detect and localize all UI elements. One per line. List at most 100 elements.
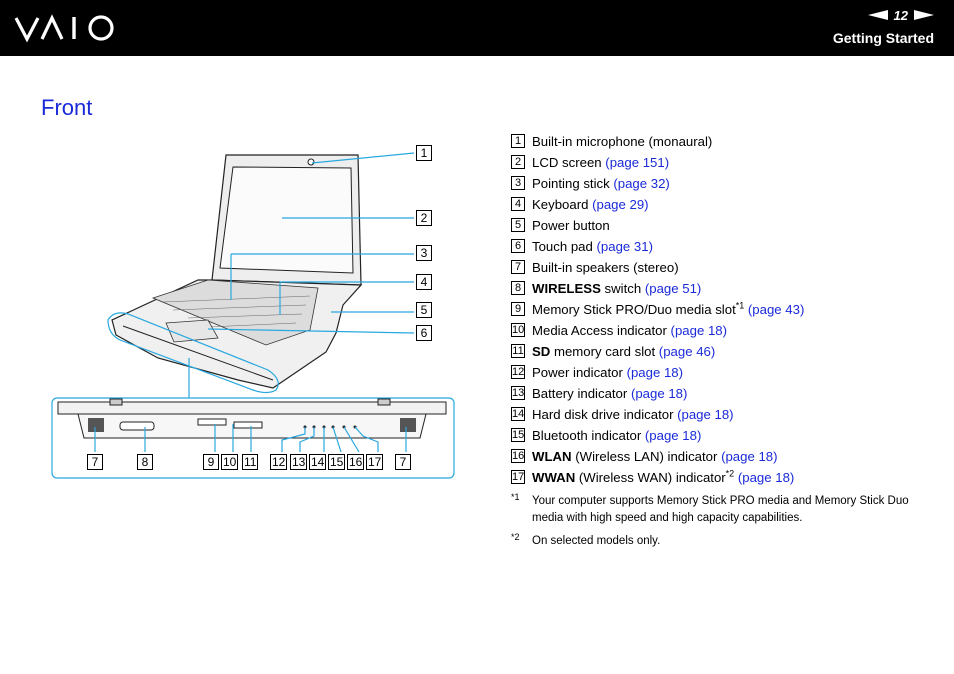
item-number: 7 — [511, 260, 525, 274]
callout-number: 17 — [366, 454, 384, 470]
callout-number: 16 — [347, 454, 365, 470]
page-link[interactable]: (page 31) — [596, 239, 653, 254]
callout-5: 5 — [416, 302, 432, 318]
item-number: 3 — [511, 176, 525, 190]
page-link[interactable]: (page 18) — [644, 428, 702, 443]
item-number: 6 — [511, 239, 525, 253]
item-number: 1 — [511, 134, 525, 148]
footnote: *1 Your computer supports Memory Stick PR… — [511, 492, 931, 527]
page-link[interactable]: (page 18) — [626, 365, 684, 380]
footnote-text: On selected models only. — [532, 535, 661, 547]
callout-number: 7 — [395, 454, 411, 470]
component-item: 17 WWAN (Wireless WAN) indicator*2 (page … — [511, 467, 931, 488]
item-number: 12 — [511, 365, 525, 379]
component-item: 8 WIRELESS switch (page 51) — [511, 278, 931, 299]
callout-number: 13 — [290, 454, 308, 470]
laptop-front-figure — [51, 152, 455, 479]
page-header: 12 Getting Started — [0, 0, 954, 56]
callout-number: 12 — [270, 454, 288, 470]
callout-4: 4 — [416, 274, 432, 290]
page-navigation: 12 — [867, 6, 934, 24]
item-bold-label: WIRELESS — [532, 281, 601, 296]
item-number: 5 — [511, 218, 525, 232]
page-link[interactable]: (page 51) — [644, 281, 702, 296]
page-link[interactable]: (page 32) — [613, 176, 670, 191]
callout-2: 2 — [416, 210, 432, 226]
callout-number: 15 — [328, 454, 346, 470]
item-number: 8 — [511, 281, 525, 295]
item-number: 13 — [511, 386, 525, 400]
item-label: Media Access indicator — [532, 323, 671, 338]
page-link[interactable]: (page 18) — [670, 323, 727, 338]
callout-number: 8 — [137, 454, 153, 470]
page-title: Front — [41, 95, 93, 120]
callout-number: 9 — [203, 454, 219, 470]
component-item: 3 Pointing stick (page 32) — [511, 173, 931, 194]
item-number: 9 — [511, 302, 525, 316]
page-number: 12 — [893, 7, 908, 23]
item-label: Bluetooth indicator — [532, 428, 645, 443]
page-link[interactable]: (page 29) — [592, 197, 649, 212]
item-label: memory card slot — [550, 344, 659, 359]
item-label: Power button — [532, 218, 610, 233]
item-label: Built-in microphone (monaural) — [532, 134, 713, 149]
item-bold-label: WWAN — [532, 470, 576, 485]
component-item: 9 Memory Stick PRO/Duo media slot*1 (page… — [511, 299, 931, 320]
previous-page-arrow-icon[interactable] — [867, 10, 888, 20]
item-number: 10 — [511, 323, 525, 337]
item-number: 14 — [511, 407, 525, 421]
callout-number: 14 — [309, 454, 327, 470]
item-number: 4 — [511, 197, 525, 211]
item-number: 2 — [511, 155, 525, 169]
page-link[interactable]: (page 18) — [721, 449, 778, 464]
item-number: 15 — [511, 428, 525, 442]
component-item: 1 Built-in microphone (monaural) — [511, 131, 931, 152]
component-item: 6 Touch pad (page 31) — [511, 236, 931, 257]
item-number: 11 — [511, 344, 525, 358]
item-label: Pointing stick — [532, 176, 614, 191]
component-item: 14 Hard disk drive indicator (page 18) — [511, 404, 931, 425]
item-label: Hard disk drive indicator — [532, 407, 678, 422]
item-number: 17 — [511, 470, 525, 484]
callout-number: 11 — [242, 454, 259, 470]
item-label: (Wireless LAN) indicator — [571, 449, 722, 464]
item-bold-label: WLAN — [532, 449, 572, 464]
callout-1: 1 — [416, 145, 432, 161]
callout-number: 10 — [221, 454, 239, 470]
page-link[interactable]: (page 151) — [605, 155, 670, 170]
footnote-reference: *2 — [725, 468, 735, 479]
item-label: Keyboard — [532, 197, 593, 212]
footnote-mark: *2 — [511, 532, 520, 542]
component-item: 15 Bluetooth indicator (page 18) — [511, 425, 931, 446]
callout-6: 6 — [416, 325, 432, 341]
page-link[interactable]: (page 46) — [658, 344, 716, 359]
component-item: 4 Keyboard (page 29) — [511, 194, 931, 215]
page-link[interactable]: (page 18) — [734, 470, 795, 485]
next-page-arrow-icon[interactable] — [914, 10, 934, 20]
item-label: Touch pad — [532, 239, 597, 254]
vaio-logo — [14, 14, 114, 43]
item-label: Power indicator — [532, 365, 627, 380]
item-label: switch — [600, 281, 645, 296]
component-item: 5 Power button — [511, 215, 931, 236]
page-link[interactable]: (page 18) — [630, 386, 688, 401]
footnote-text: Your computer supports Memory Stick PRO … — [532, 495, 909, 524]
item-label: (Wireless WAN) indicator — [575, 470, 726, 485]
item-label: Battery indicator — [532, 386, 631, 401]
callout-3: 3 — [416, 245, 432, 261]
component-item: 13 Battery indicator (page 18) — [511, 383, 931, 404]
page-link[interactable]: (page 18) — [677, 407, 734, 422]
footnote: *2 On selected models only. — [511, 532, 931, 550]
item-number: 16 — [511, 449, 525, 463]
callout-number: 7 — [87, 454, 103, 470]
component-item: 10 Media Access indicator (page 18) — [511, 320, 931, 341]
footnote-mark: *1 — [511, 492, 520, 502]
footnote-reference: *1 — [735, 300, 745, 311]
item-label: Memory Stick PRO/Duo media slot — [532, 302, 736, 317]
page-link[interactable]: (page 43) — [744, 302, 805, 317]
component-item: 11 SD memory card slot (page 46) — [511, 341, 931, 362]
item-bold-label: SD — [532, 344, 551, 359]
